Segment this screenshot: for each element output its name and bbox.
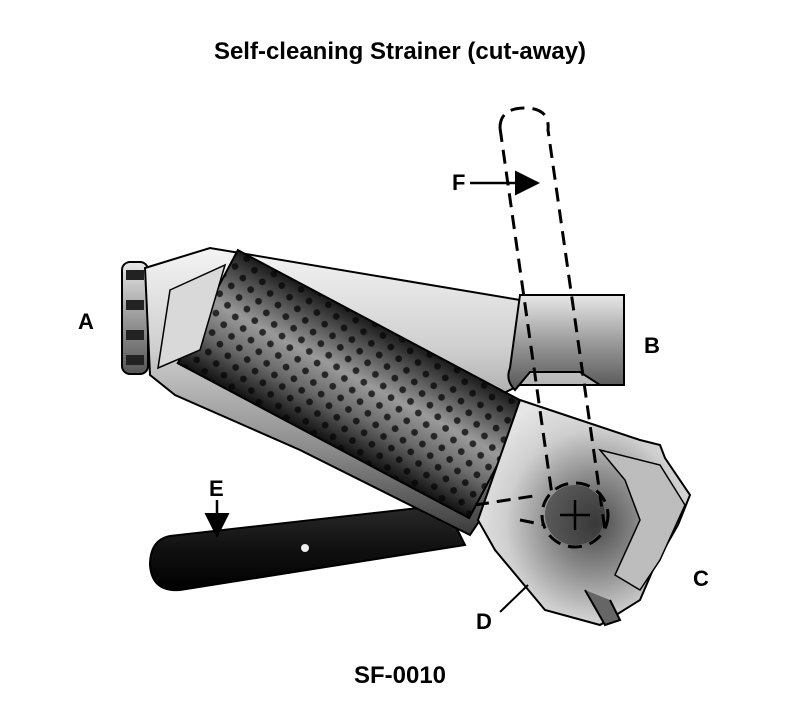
label-f: F [452,170,466,195]
rod-crosshair [560,500,590,530]
leader-d [499,584,529,613]
label-e: E [209,476,224,501]
label-c: C [693,566,709,591]
label-d: D [476,609,492,634]
label-b: B [644,333,660,358]
handle-e [148,503,467,592]
label-a: A [78,309,94,334]
figure-caption: SF-0010 [353,662,447,689]
cleaning-rod-f [474,106,610,549]
cap-housing [476,398,692,627]
diagram-title: Self-cleaning Strainer (cut-away) [213,38,587,65]
